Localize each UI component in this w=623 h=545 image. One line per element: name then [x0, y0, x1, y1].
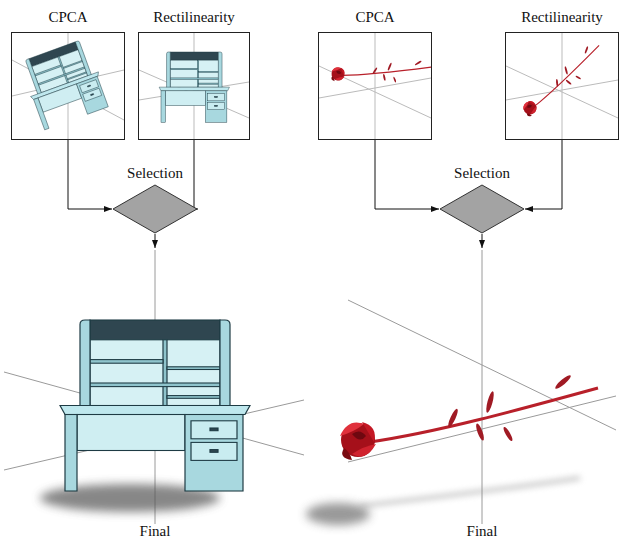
diamond-shape — [113, 185, 197, 233]
desk-thumbnail — [18, 38, 111, 131]
method-box: CPCA — [11, 8, 125, 140]
decision-label: Selection — [127, 164, 183, 182]
axis-lines-part — [506, 66, 618, 118]
thumbnail-frame — [138, 32, 250, 140]
flow-connector — [375, 140, 439, 209]
method-label: CPCA — [48, 8, 87, 26]
desk-final — [60, 320, 250, 491]
method-box: CPCA — [318, 8, 432, 140]
axis-lines-part — [506, 80, 618, 100]
thumbnail-frame — [505, 32, 619, 140]
method-label: CPCA — [355, 8, 394, 26]
axis-lines — [319, 33, 618, 139]
flow-connector — [155, 234, 156, 248]
decision-diamond — [439, 184, 525, 234]
rose-thumbnail — [511, 41, 612, 118]
result-label: Final — [140, 522, 171, 540]
selection-diamond: Selection — [105, 158, 205, 234]
result-panel: Final — [5, 248, 305, 542]
method-box: Rectilinearity — [505, 8, 619, 140]
selection-diamond: Selection — [432, 158, 532, 234]
axis-lines — [4, 250, 304, 524]
flow-connector — [194, 140, 198, 209]
stem-shadow — [360, 478, 580, 506]
desk-thumbnail — [159, 52, 229, 122]
flow-connector — [68, 140, 112, 209]
result-panel: Final — [345, 248, 619, 542]
axis-lines-part — [348, 300, 616, 430]
thumbnail-frame — [318, 32, 432, 140]
method-label: Rectilinearity — [521, 8, 603, 26]
axis-lines-part — [562, 33, 563, 139]
decision-label: Selection — [454, 164, 510, 182]
thumbnail-frame — [11, 32, 125, 140]
axis-lines — [12, 33, 249, 139]
rose-final — [340, 374, 598, 460]
diamond-shape — [440, 185, 524, 233]
axis-lines-part — [319, 78, 431, 98]
decision-diamond — [112, 184, 198, 234]
result-label: Final — [467, 522, 498, 540]
axis-lines — [348, 250, 616, 524]
axis-lines-part — [375, 33, 376, 139]
rose-thumbnail — [330, 48, 432, 94]
method-box: Rectilinearity — [138, 8, 250, 140]
axis-lines-part — [482, 250, 483, 524]
axis-lines-part — [348, 396, 616, 462]
method-label: Rectilinearity — [153, 8, 235, 26]
flow-connector — [482, 234, 483, 248]
flow-connector — [525, 140, 562, 209]
